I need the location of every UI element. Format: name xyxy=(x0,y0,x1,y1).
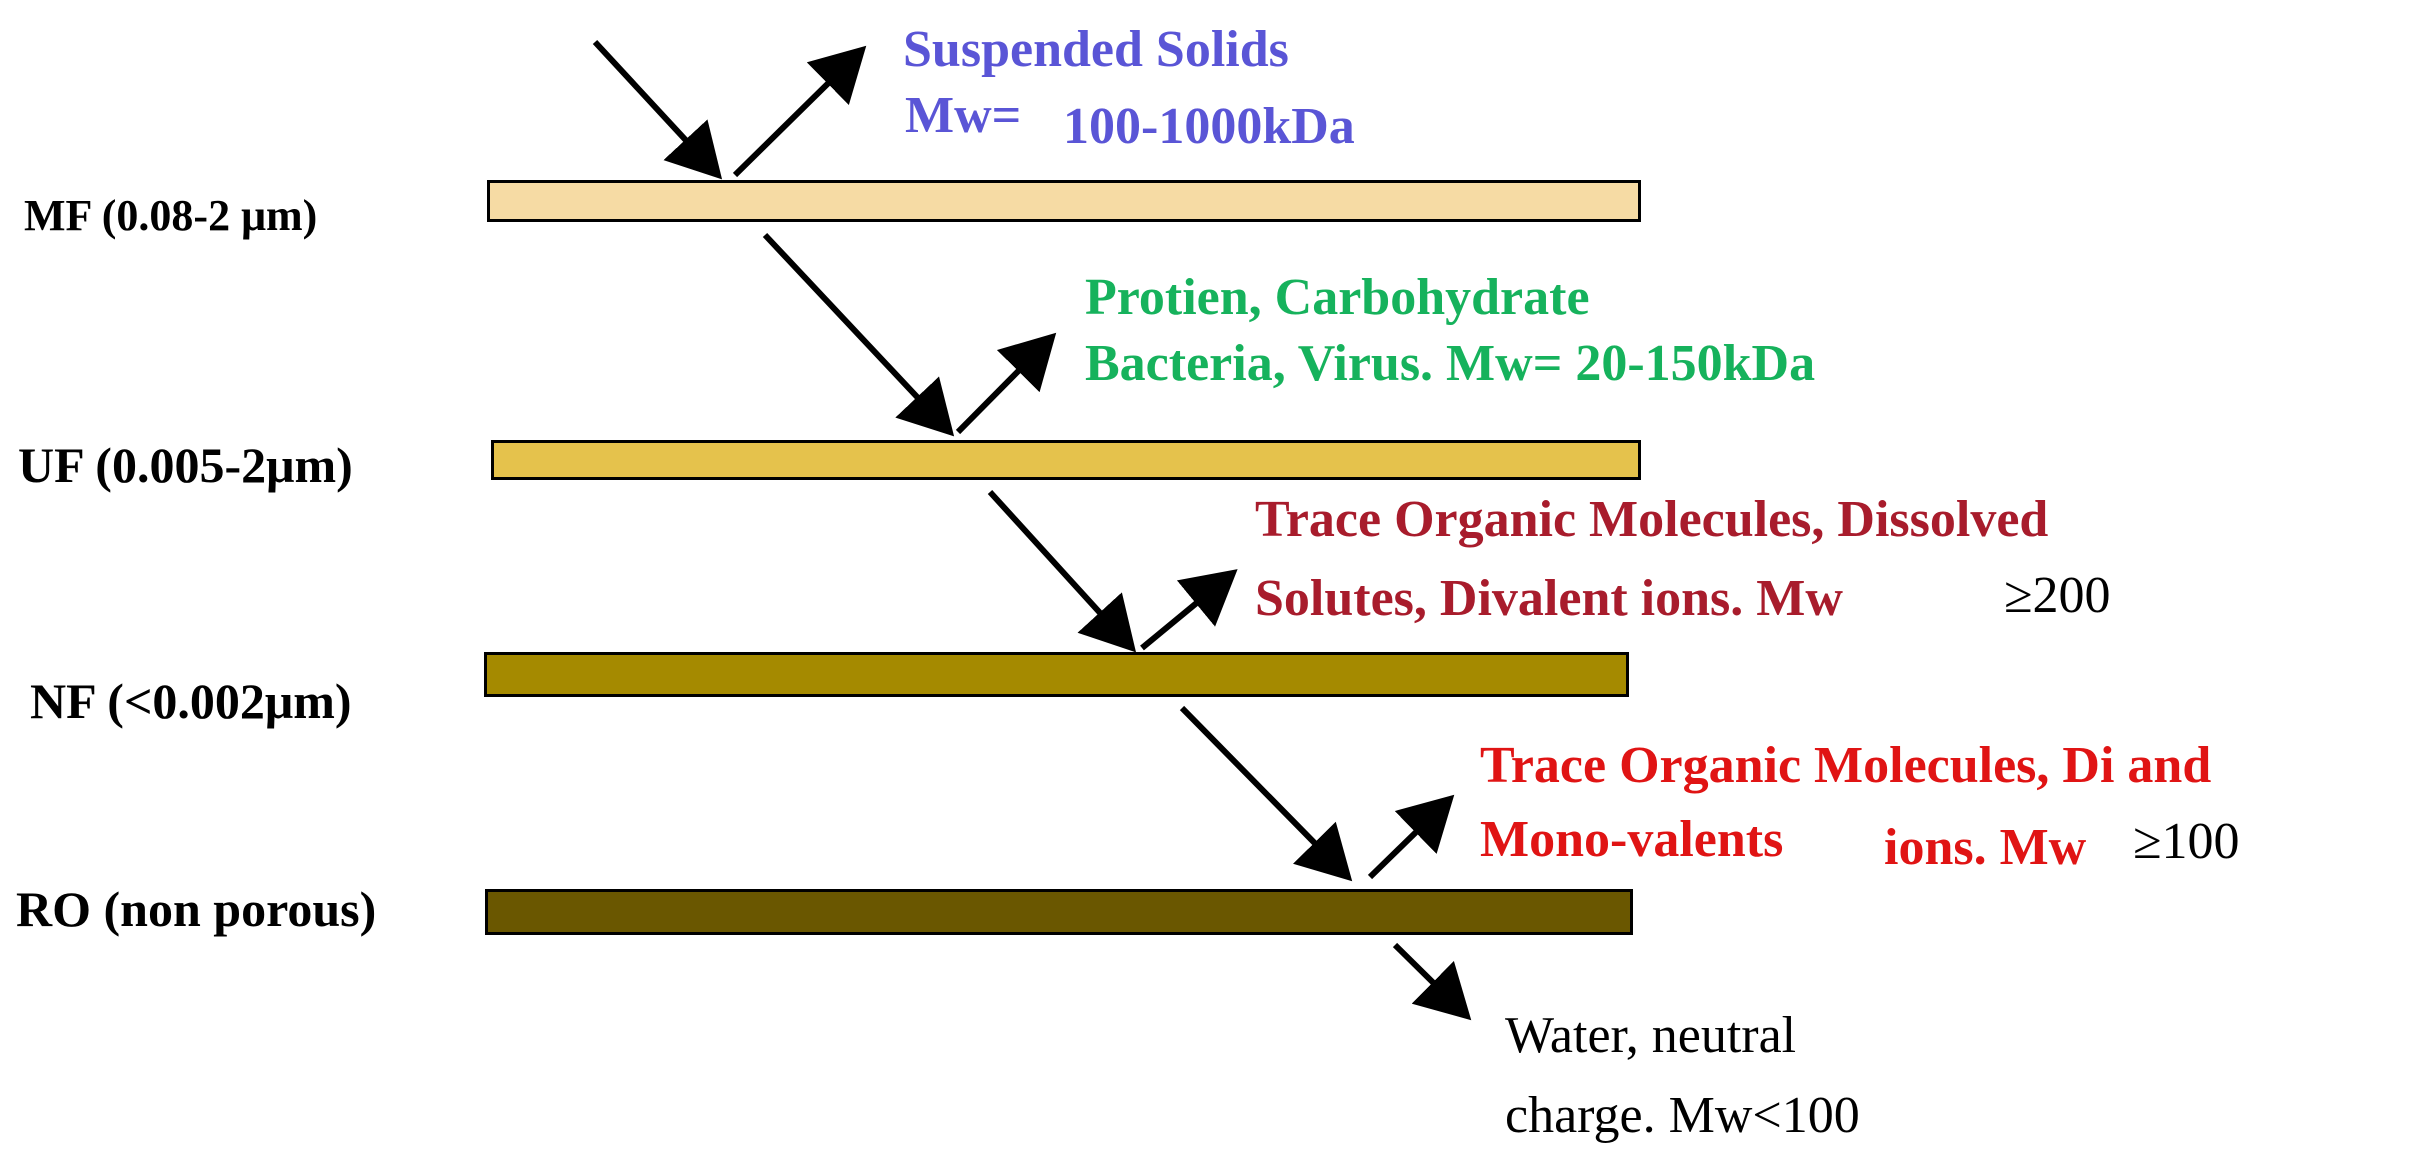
rejected-note-nf-line2a: Solutes, Divalent ions. Mw xyxy=(1255,570,1843,627)
permeate-arrow-ro xyxy=(1392,942,1472,1021)
reject-arrow-mf xyxy=(732,45,867,178)
membrane-label-mf: MF (0.08-2 μm) xyxy=(24,191,318,240)
rejected-note-uf-line1: Protien, Carbohydrate xyxy=(1085,269,1590,326)
rejected-note-mf-line2b: 100-1000kDa xyxy=(1063,98,1355,155)
membrane-label-ro: RO (non porous) xyxy=(16,881,377,937)
rejected-note-ro-line2c: ≥100 xyxy=(2133,813,2240,870)
rejected-note-nf-line2b: ≥200 xyxy=(2004,567,2111,624)
permeate-arrow-uf xyxy=(987,489,1137,653)
reject-arrow-nf xyxy=(1140,569,1238,651)
permeate-note-line2: charge. Mw<100 xyxy=(1505,1087,1860,1144)
membrane-bar-nf xyxy=(484,652,1629,697)
permeate-note-line1: Water, neutral xyxy=(1505,1007,1797,1064)
permeate-arrow-mf xyxy=(762,232,955,437)
permeate-arrow-nf xyxy=(1179,705,1353,882)
rejected-note-ro-line2b: ions. Mw xyxy=(1884,819,2087,876)
membrane-bar-uf xyxy=(491,440,1641,480)
rejected-note-ro-line1: Trace Organic Molecules, Di and xyxy=(1480,737,2212,794)
reject-arrow-ro xyxy=(1367,794,1455,880)
rejected-note-mf-line2a: Mw= xyxy=(905,87,1022,144)
rejected-note-ro-line2a: Mono-valents xyxy=(1480,811,1784,868)
membrane-bar-ro xyxy=(485,889,1633,935)
feed-arrow-mf xyxy=(592,39,723,180)
rejected-note-uf-line2: Bacteria, Virus. Mw= 20-150kDa xyxy=(1085,335,1816,392)
reject-arrow-uf xyxy=(955,332,1057,435)
membrane-label-nf: NF (<0.002μm) xyxy=(30,673,352,729)
rejected-note-nf-line1: Trace Organic Molecules, Dissolved xyxy=(1255,491,2049,548)
rejected-note-mf-line1: Suspended Solids xyxy=(903,21,1289,78)
membrane-bar-mf xyxy=(487,180,1641,222)
membrane-label-uf: UF (0.005-2μm) xyxy=(18,437,353,493)
